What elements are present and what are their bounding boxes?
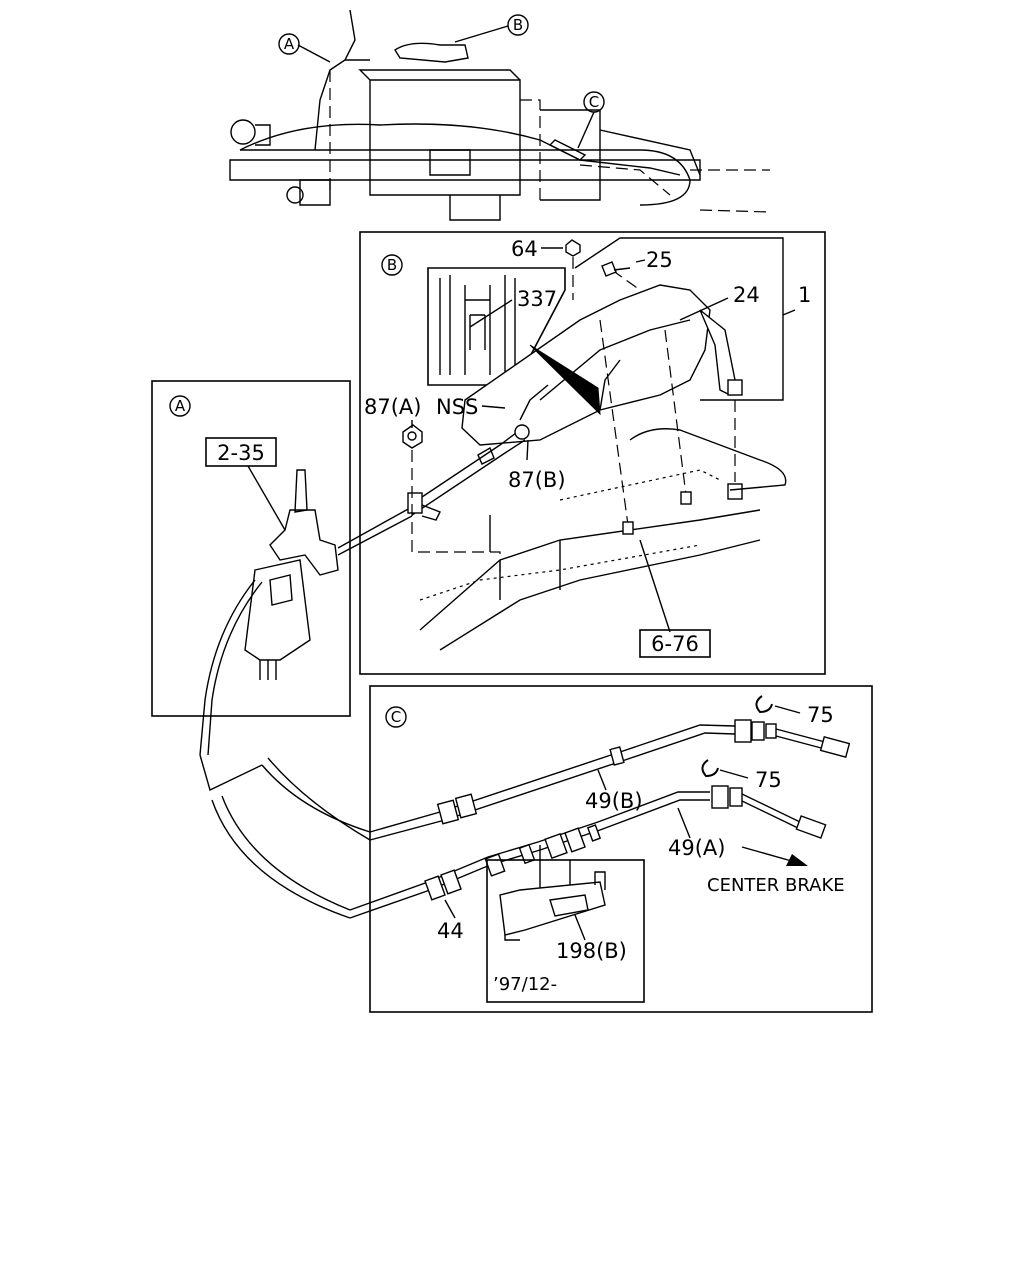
label-198b: 198(B): [556, 939, 627, 963]
cable-routing: [199, 754, 371, 919]
detail-b: B: [359, 231, 826, 675]
detail-b-inset-frame: [427, 267, 566, 386]
detail-a-ref-label: 2-35: [217, 441, 265, 465]
detail-a-frame: [151, 380, 351, 717]
detail-a: A 2-35: [151, 380, 413, 756]
detail-b-ref-label: 6-76: [651, 632, 699, 656]
label-1: 1: [798, 283, 811, 307]
inset-date-label: ’97/12-: [493, 974, 557, 995]
label-337: 337: [517, 287, 557, 311]
label-49b: 49(B): [585, 789, 643, 813]
label-75-lower: 75: [755, 768, 782, 792]
label-75-upper: 75: [807, 703, 834, 727]
label-nss: NSS: [436, 395, 478, 419]
detail-a-ref-box: [205, 437, 277, 467]
detail-b-frame: [359, 231, 826, 675]
overview-callout-a: A: [284, 35, 295, 53]
detail-b-marker: B: [387, 256, 397, 274]
label-44: 44: [437, 919, 464, 943]
label-87b: 87(B): [508, 468, 566, 492]
detail-c-frame: [369, 685, 873, 1013]
label-64: 64: [511, 237, 538, 261]
console-group-bracket: [574, 237, 784, 401]
center-brake-label: CENTER BRAKE: [707, 875, 845, 896]
detail-c-marker: C: [391, 708, 401, 726]
detail-a-marker: A: [175, 397, 186, 415]
detail-c: C 75 75 49(B): [349, 685, 873, 1013]
detail-b-ref-box: [639, 629, 711, 658]
overview-callout-c: C: [589, 93, 599, 111]
overview-drawing: A B C: [229, 9, 771, 221]
detail-c-inset-frame: [486, 859, 645, 1003]
arrow-right-icon: [786, 854, 808, 866]
label-24: 24: [733, 283, 760, 307]
overview-callout-b: B: [513, 16, 523, 34]
label-87a: 87(A): [364, 395, 421, 419]
label-49a: 49(A): [668, 836, 725, 860]
label-25: 25: [646, 248, 673, 272]
